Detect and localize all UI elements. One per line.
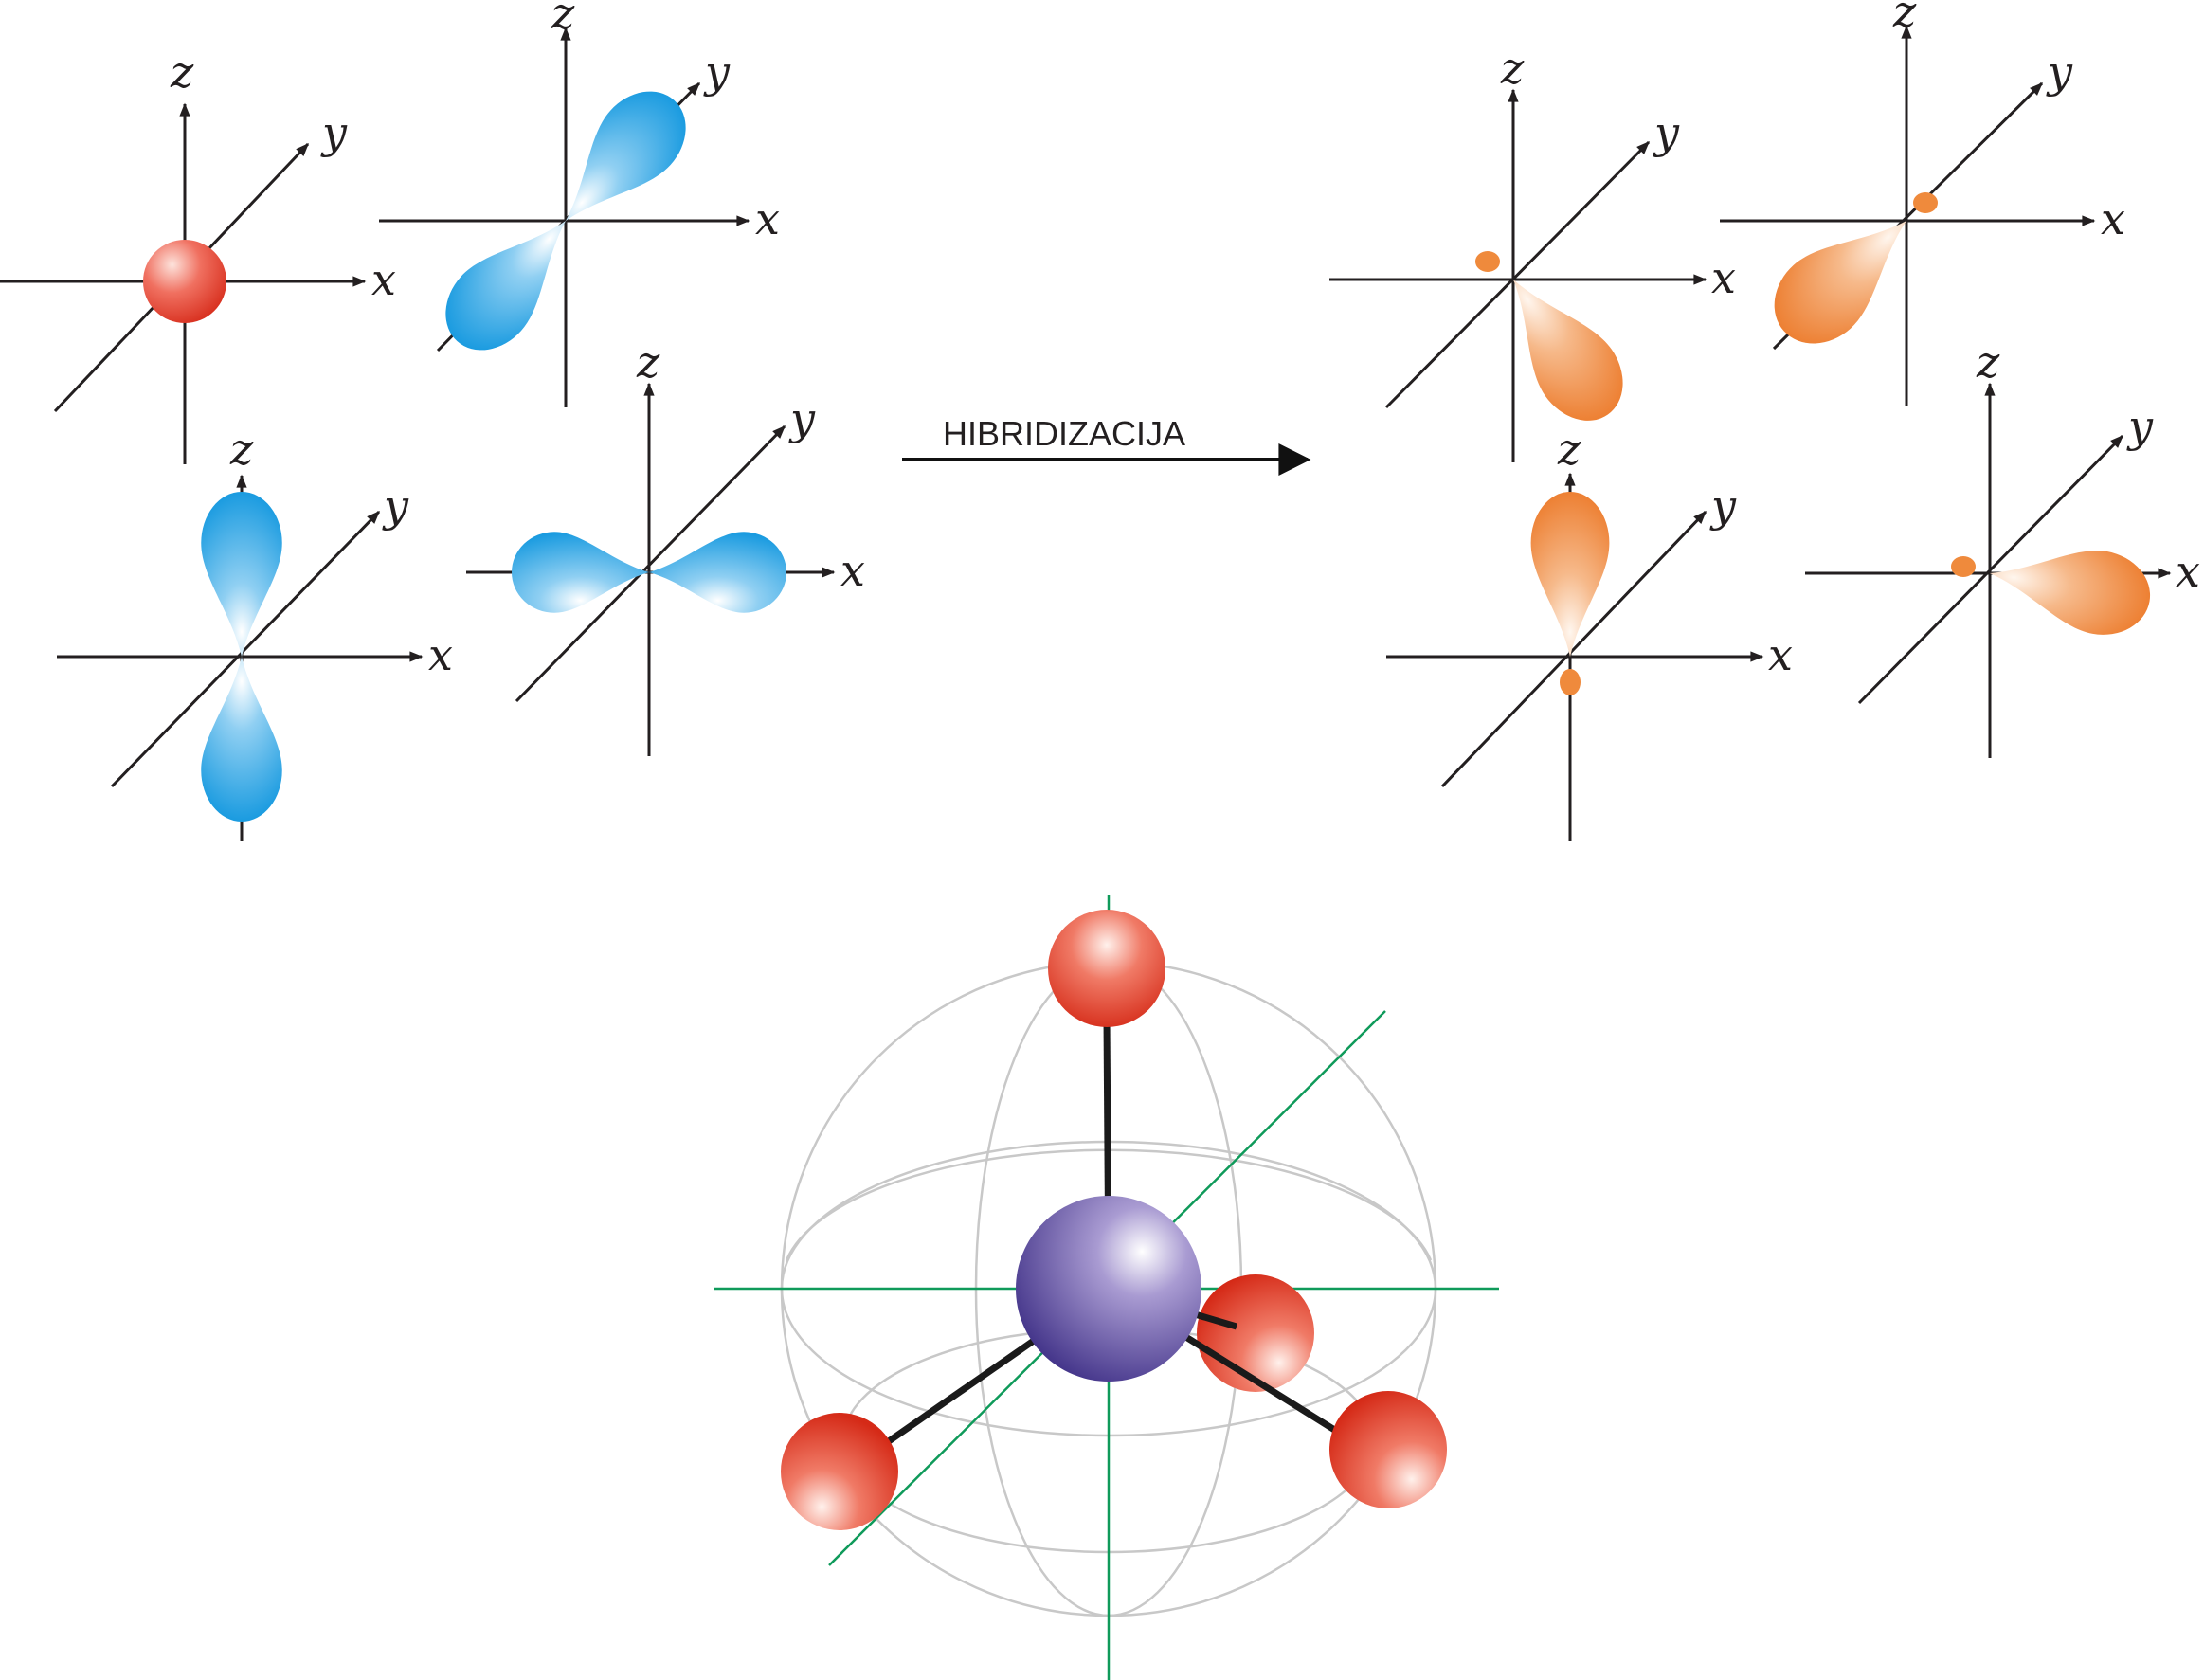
x-axis-label: x bbox=[755, 193, 780, 244]
sp3-orbital-panel-2: x z y bbox=[1720, 0, 2125, 406]
sp3-small-lobe bbox=[1951, 556, 1976, 577]
z-axis-label: z bbox=[1892, 0, 1917, 37]
z-axis-label: z bbox=[551, 0, 575, 39]
x-axis-label: x bbox=[1711, 252, 1736, 303]
sp3-orbital-panel-4: x z y bbox=[1805, 336, 2200, 758]
y-axis-label: y bbox=[2046, 46, 2073, 98]
x-axis-label: x bbox=[2101, 193, 2125, 244]
z-axis-label: z bbox=[1557, 424, 1581, 475]
x-axis-label: x bbox=[1768, 629, 1793, 680]
z-axis-label: z bbox=[636, 336, 660, 388]
x-axis-label: x bbox=[371, 254, 396, 305]
z-axis-label: z bbox=[229, 424, 254, 475]
x-axis-label: x bbox=[840, 545, 865, 596]
px-lobe-left bbox=[512, 532, 649, 613]
y-axis-label: y bbox=[1709, 480, 1737, 532]
sp3-large-lobe bbox=[1530, 492, 1610, 657]
x-axis-label: x bbox=[2176, 546, 2200, 597]
sp3-small-lobe bbox=[1475, 251, 1500, 272]
y-axis-label: y bbox=[1653, 107, 1680, 158]
sp3-small-lobe bbox=[1913, 192, 1938, 213]
hybridization-arrow: HIBRIDIZACIJA bbox=[902, 414, 1311, 476]
sp3-small-lobe bbox=[1560, 669, 1581, 695]
substituent-atom-top bbox=[1048, 910, 1165, 1027]
central-atom bbox=[1016, 1196, 1201, 1382]
z-axis-label: z bbox=[1976, 336, 2000, 388]
py-orbital-panel: x z y bbox=[379, 0, 780, 407]
y-axis-label: y bbox=[2126, 401, 2154, 452]
sp3-large-lobe bbox=[1479, 256, 1641, 439]
sp3-orbital-panel-3: x z y bbox=[1386, 424, 1793, 841]
y-axis-label: y bbox=[703, 46, 731, 98]
px-orbital-panel: x z y bbox=[466, 336, 865, 756]
z-axis-label: z bbox=[170, 46, 194, 98]
y-axis-label: y bbox=[788, 393, 816, 444]
s-orbital-sphere bbox=[143, 240, 226, 323]
hybridization-label: HIBRIDIZACIJA bbox=[943, 414, 1185, 453]
x-axis-label: x bbox=[428, 629, 453, 680]
y-axis-label: y bbox=[320, 107, 348, 158]
sp3-large-lobe bbox=[1982, 532, 2158, 643]
substituent-atom-right bbox=[1329, 1391, 1447, 1508]
s-orbital-panel: x z y bbox=[0, 46, 396, 464]
tetrahedral-molecule bbox=[714, 895, 1499, 1680]
pz-orbital-panel: x z y bbox=[57, 424, 453, 841]
substituent-atom-back bbox=[1197, 1274, 1314, 1392]
substituent-atom-left bbox=[781, 1413, 898, 1530]
sp3-orbital-panel-1: x z y bbox=[1329, 43, 1736, 462]
pz-lobe-upper bbox=[201, 492, 282, 657]
z-axis-label: z bbox=[1500, 43, 1525, 94]
y-axis-label: y bbox=[382, 480, 409, 532]
